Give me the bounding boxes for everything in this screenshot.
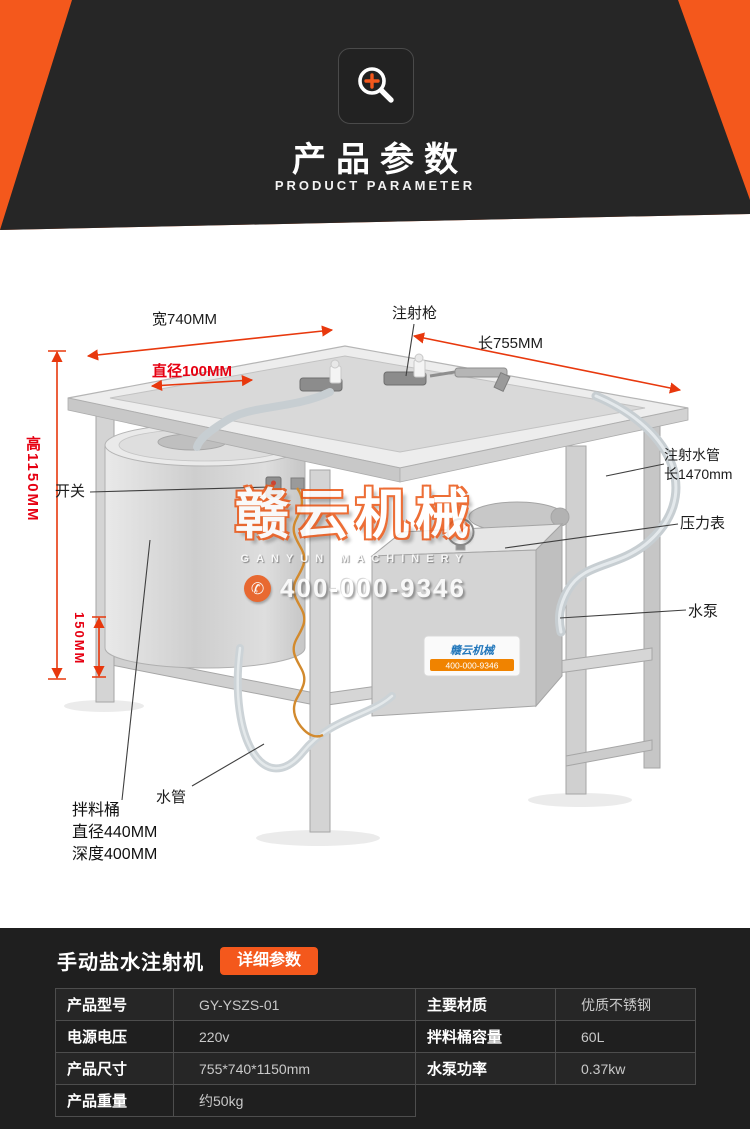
spec-value: 60L bbox=[555, 1020, 696, 1053]
leader-barrel bbox=[121, 539, 151, 801]
spec-label: 主要材质 bbox=[415, 988, 556, 1021]
page-title: 产品参数 bbox=[292, 141, 468, 179]
label-switch: 开关 bbox=[55, 483, 86, 500]
label-shelf-height: 150MM bbox=[72, 612, 87, 666]
table-leg-rear-right bbox=[643, 417, 661, 769]
detail-params-badge: 详细参数 bbox=[220, 946, 319, 975]
label-water-pump: 水泵 bbox=[688, 603, 719, 620]
pump-box-side bbox=[535, 522, 563, 708]
hoses bbox=[193, 388, 681, 773]
pump-sticker-brand: 赣云机械 bbox=[450, 644, 496, 657]
label-length: 长755MM bbox=[478, 335, 544, 352]
label-barrel: 拌料桶 直径440MM 深度400MM bbox=[72, 802, 158, 863]
spec-label: 拌料桶容量 bbox=[415, 1020, 556, 1053]
spec-label: 产品尺寸 bbox=[55, 1052, 174, 1085]
spec-section: 手动盐水注射机 详细参数 产品型号 GY-YSZS-01 主要材质 优质不锈钢 … bbox=[0, 928, 750, 1129]
header-banner: 产品参数 PRODUCT PARAMETER bbox=[0, 0, 750, 230]
leader-hose bbox=[191, 743, 265, 787]
product-name: 手动盐水注射机 bbox=[57, 952, 204, 974]
label-water-hose: 水管 bbox=[156, 789, 187, 806]
spec-value: 优质不锈钢 bbox=[555, 988, 696, 1021]
mixing-barrel bbox=[104, 423, 306, 669]
leader-pipe bbox=[605, 463, 665, 477]
machine-illustration: 赣云机械 400-000-9346 bbox=[48, 323, 689, 846]
spec-value: 约50kg bbox=[173, 1084, 416, 1117]
spec-row: 电源电压 220v 拌料桶容量 60L bbox=[55, 1020, 696, 1053]
leader-injection-gun bbox=[405, 323, 415, 377]
spec-empty-cell bbox=[416, 1085, 696, 1117]
power-coil bbox=[290, 477, 324, 738]
label-height: 高1150MM bbox=[24, 436, 41, 523]
label-width: 宽740MM bbox=[152, 311, 218, 328]
dimension-lines bbox=[48, 325, 682, 680]
spec-value: GY-YSZS-01 bbox=[173, 988, 416, 1021]
dim-diameter-line bbox=[150, 375, 254, 391]
spec-row: 产品尺寸 755*740*1150mm 水泵功率 0.37kw bbox=[55, 1052, 696, 1085]
table-leg-front bbox=[309, 469, 331, 833]
leader-lines bbox=[89, 323, 687, 801]
page-subtitle: PRODUCT PARAMETER bbox=[274, 178, 476, 193]
spec-value: 0.37kw bbox=[555, 1052, 696, 1085]
spec-label: 水泵功率 bbox=[415, 1052, 556, 1085]
pump-sticker: 赣云机械 400-000-9346 bbox=[423, 635, 521, 677]
spec-row: 产品重量 约50kg bbox=[55, 1084, 696, 1117]
pump-sticker-phone: 400-000-9346 bbox=[446, 661, 499, 671]
spec-value: 755*740*1150mm bbox=[173, 1052, 416, 1085]
leader-pump bbox=[559, 609, 687, 619]
icon-badge bbox=[338, 48, 414, 124]
label-pipe: 注射水管 长1470mm bbox=[664, 447, 733, 482]
dim-length-line bbox=[412, 332, 682, 394]
spec-section-header: 手动盐水注射机 详细参数 bbox=[0, 928, 750, 975]
product-diagram: 赣云机械 400-000-9346 bbox=[0, 230, 750, 928]
spec-label: 电源电压 bbox=[55, 1020, 174, 1053]
water-pump-assembly bbox=[370, 501, 570, 717]
spec-table: 产品型号 GY-YSZS-01 主要材质 优质不锈钢 电源电压 220v 拌料桶… bbox=[55, 988, 696, 1117]
spec-row: 产品型号 GY-YSZS-01 主要材质 优质不锈钢 bbox=[55, 988, 696, 1021]
brace-bar-right bbox=[565, 739, 653, 767]
spec-value: 220v bbox=[173, 1020, 416, 1053]
leader-switch bbox=[89, 486, 271, 493]
floor-shadows bbox=[64, 700, 632, 846]
label-injection-gun: 注射枪 bbox=[392, 305, 438, 322]
dim-width-line bbox=[86, 325, 334, 361]
magnifier-plus-icon bbox=[358, 67, 394, 103]
table-leg-right bbox=[565, 445, 587, 795]
pump-box-front bbox=[371, 549, 537, 717]
spec-label: 产品型号 bbox=[55, 988, 174, 1021]
label-pressure-gauge: 压力表 bbox=[680, 515, 726, 532]
leader-gauge bbox=[504, 523, 679, 549]
hose-left bbox=[193, 388, 334, 451]
spec-label: 产品重量 bbox=[55, 1084, 174, 1117]
label-diameter: 直径100MM bbox=[152, 363, 233, 380]
